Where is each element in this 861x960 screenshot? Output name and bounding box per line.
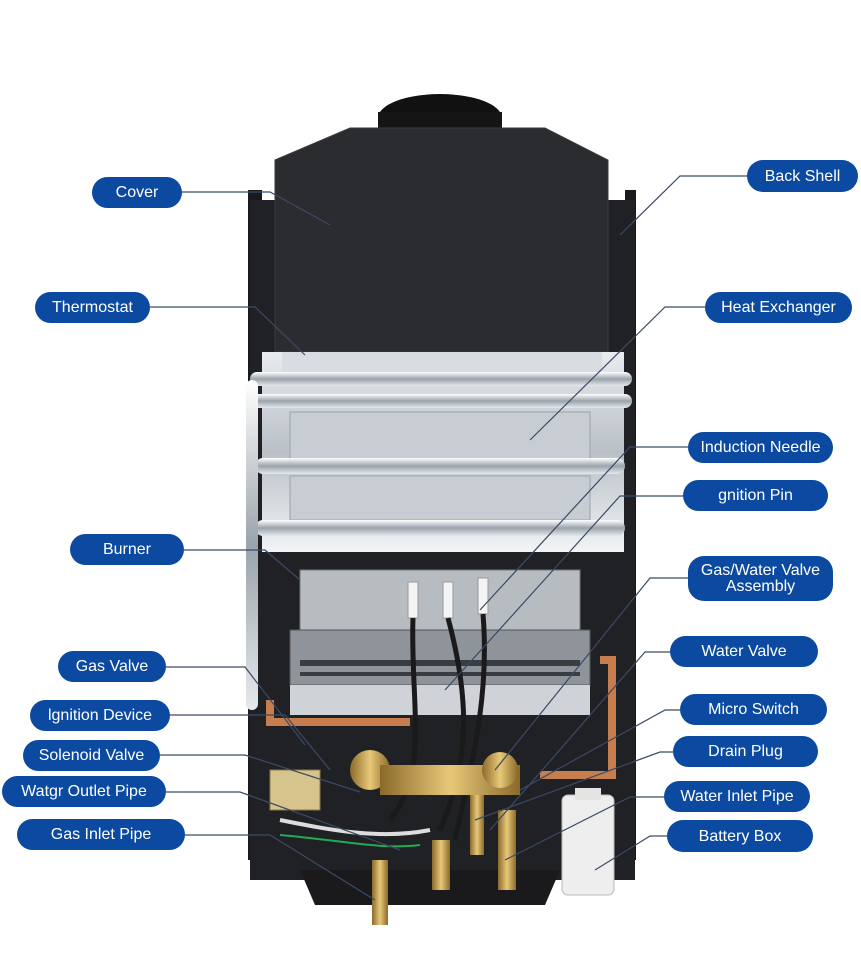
label-water-valve: Water Valve bbox=[670, 636, 818, 667]
label-gas-valve: Gas Valve bbox=[58, 651, 166, 682]
label-heat-exchanger: Heat Exchanger bbox=[705, 292, 852, 323]
battery-box-shape bbox=[561, 794, 615, 896]
leader-lines bbox=[150, 175, 747, 901]
label-drain-plug: Drain Plug bbox=[673, 736, 818, 767]
label-ignition-pin: gnition Pin bbox=[683, 480, 828, 511]
label-burner: Burner bbox=[70, 534, 184, 565]
label-back-shell: Back Shell bbox=[747, 160, 858, 192]
label-battery-box: Battery Box bbox=[667, 820, 813, 852]
label-thermostat: Thermostat bbox=[35, 292, 150, 323]
burner-shape bbox=[289, 569, 591, 715]
cover-shape bbox=[274, 127, 609, 353]
heat-exchanger-shape bbox=[246, 352, 632, 710]
label-solenoid-valve: Solenoid Valve bbox=[23, 740, 160, 771]
label-cover: Cover bbox=[92, 177, 182, 208]
ignition-pins bbox=[388, 577, 489, 841]
label-induction-needle: Induction Needle bbox=[688, 432, 833, 463]
label-ignition-device: lgnition Device bbox=[30, 700, 170, 731]
label-gas-water-valve-assembly: Gas/Water Valve Assembly bbox=[688, 556, 833, 601]
label-water-inlet-pipe: Water Inlet Pipe bbox=[664, 781, 810, 812]
label-micro-switch: Micro Switch bbox=[680, 694, 827, 725]
label-water-outlet-pipe: Watgr Outlet Pipe bbox=[2, 776, 166, 807]
label-gas-inlet-pipe: Gas Inlet Pipe bbox=[17, 819, 185, 850]
